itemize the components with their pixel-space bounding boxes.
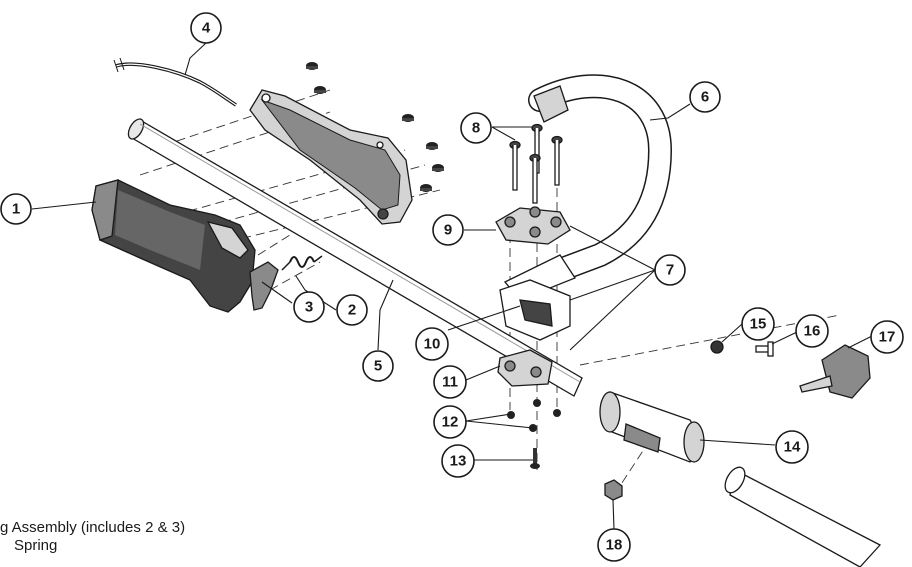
throttle-trigger [249,261,279,311]
leader-lines [31,42,873,530]
lower-shaft [729,469,882,567]
callout-8: 8 [460,112,492,144]
middle-clamp [499,279,571,341]
callout-7-label: 7 [666,262,674,279]
small-screw [530,448,540,469]
throttle-cable [115,62,237,107]
callout-15: 15 [741,307,775,341]
callout-2: 2 [336,294,368,326]
throttle-grip-housing [91,179,256,313]
callout-6: 6 [689,81,721,113]
callout-2-label: 2 [348,302,356,319]
callout-1: 1 [0,193,32,225]
callout-10-label: 10 [424,336,441,353]
callout-17-label: 17 [879,329,896,346]
callout-1-label: 1 [12,201,20,218]
legend-line-2: Spring [14,537,58,554]
callout-4: 4 [190,12,222,44]
clamp-bolts [509,123,563,204]
callout-9: 9 [432,214,464,246]
callout-12-label: 12 [442,414,459,431]
trigger-spring [281,255,323,271]
callout-18: 18 [597,528,631,562]
callout-9-label: 9 [444,222,452,239]
callout-15-label: 15 [750,316,767,333]
callout-13: 13 [441,444,475,478]
callout-3: 3 [293,291,325,323]
callout-16: 16 [795,314,829,348]
callout-16-label: 16 [804,323,821,340]
hex-nut [604,479,623,501]
clamp-knob [799,344,871,399]
callout-5-label: 5 [374,358,382,375]
shaft-coupler [599,391,705,463]
handle-cover-half [249,89,413,225]
clamp-nuts [507,399,561,432]
upper-clamp [495,206,571,245]
callout-3-label: 3 [305,299,313,316]
callout-8-label: 8 [472,120,480,137]
lower-clamp [497,349,553,387]
callout-5: 5 [362,350,394,382]
legend-line-1: g Assembly (includes 2 & 3) [0,519,186,536]
cover-screws [306,62,444,192]
callout-13-label: 13 [450,453,467,470]
callout-11-label: 11 [442,374,458,391]
callout-6-label: 6 [701,89,709,106]
callout-18-label: 18 [606,537,623,554]
callout-4-label: 4 [202,20,211,37]
callout-7: 7 [654,254,686,286]
parts-legend: g Assembly (includes 2 & 3) Spring [0,519,185,555]
callout-12: 12 [433,405,467,439]
cap-nut [710,340,724,354]
callout-17: 17 [870,320,904,354]
callout-10: 10 [415,327,449,361]
callout-11: 11 [433,365,467,399]
shaft-tube [127,118,583,397]
callout-14: 14 [775,430,809,464]
callout-14-label: 14 [784,439,801,456]
loop-handle [503,74,673,301]
pin-bolt [755,341,774,357]
